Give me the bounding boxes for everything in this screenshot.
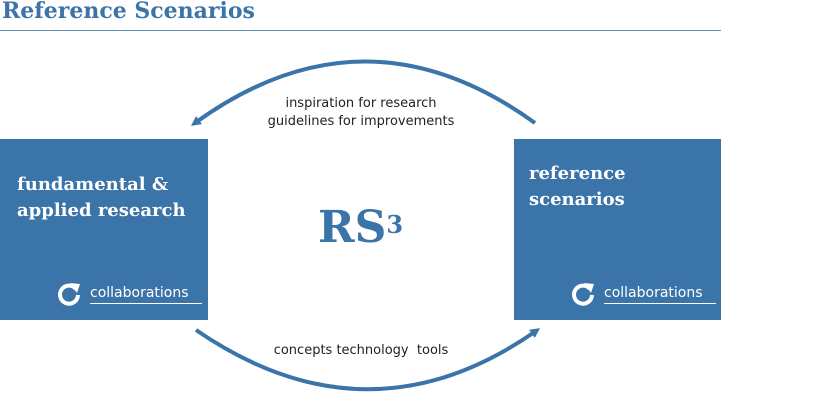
refresh-icon bbox=[55, 280, 83, 308]
refresh-icon bbox=[569, 280, 597, 308]
title-divider bbox=[0, 30, 721, 31]
research-collab-label[interactable]: collaborations bbox=[90, 284, 202, 304]
page-title: Reference Scenarios bbox=[2, 0, 255, 24]
scenarios-title-line2: scenarios bbox=[529, 189, 625, 210]
scenarios-box-title: reference scenarios bbox=[529, 161, 626, 213]
research-title-line1: fundamental & bbox=[17, 174, 169, 195]
research-box-title: fundamental & applied research bbox=[17, 172, 186, 224]
rs3-label: RS3 bbox=[318, 202, 403, 253]
top-arrow-caption: inspiration for research guidelines for … bbox=[250, 95, 472, 131]
scenarios-box: reference scenarios collaborations bbox=[514, 139, 721, 320]
scenarios-title-line1: reference bbox=[529, 163, 626, 184]
research-box: fundamental & applied research collabora… bbox=[0, 139, 208, 320]
bottom-arrow bbox=[194, 328, 541, 392]
top-arrow bbox=[190, 59, 537, 126]
scenarios-collaborations[interactable]: collaborations bbox=[569, 280, 716, 308]
scenarios-collab-label[interactable]: collaborations bbox=[604, 284, 716, 304]
top-arrow-line1: inspiration for research bbox=[285, 96, 437, 111]
top-arrow-line2: guidelines for improvements bbox=[267, 114, 455, 129]
bottom-arrow-caption: concepts technology tools bbox=[273, 343, 449, 358]
rs-text: RS bbox=[318, 202, 387, 253]
research-collaborations[interactable]: collaborations bbox=[55, 280, 202, 308]
rs-superscript: 3 bbox=[386, 210, 404, 239]
research-title-line2: applied research bbox=[17, 200, 186, 221]
